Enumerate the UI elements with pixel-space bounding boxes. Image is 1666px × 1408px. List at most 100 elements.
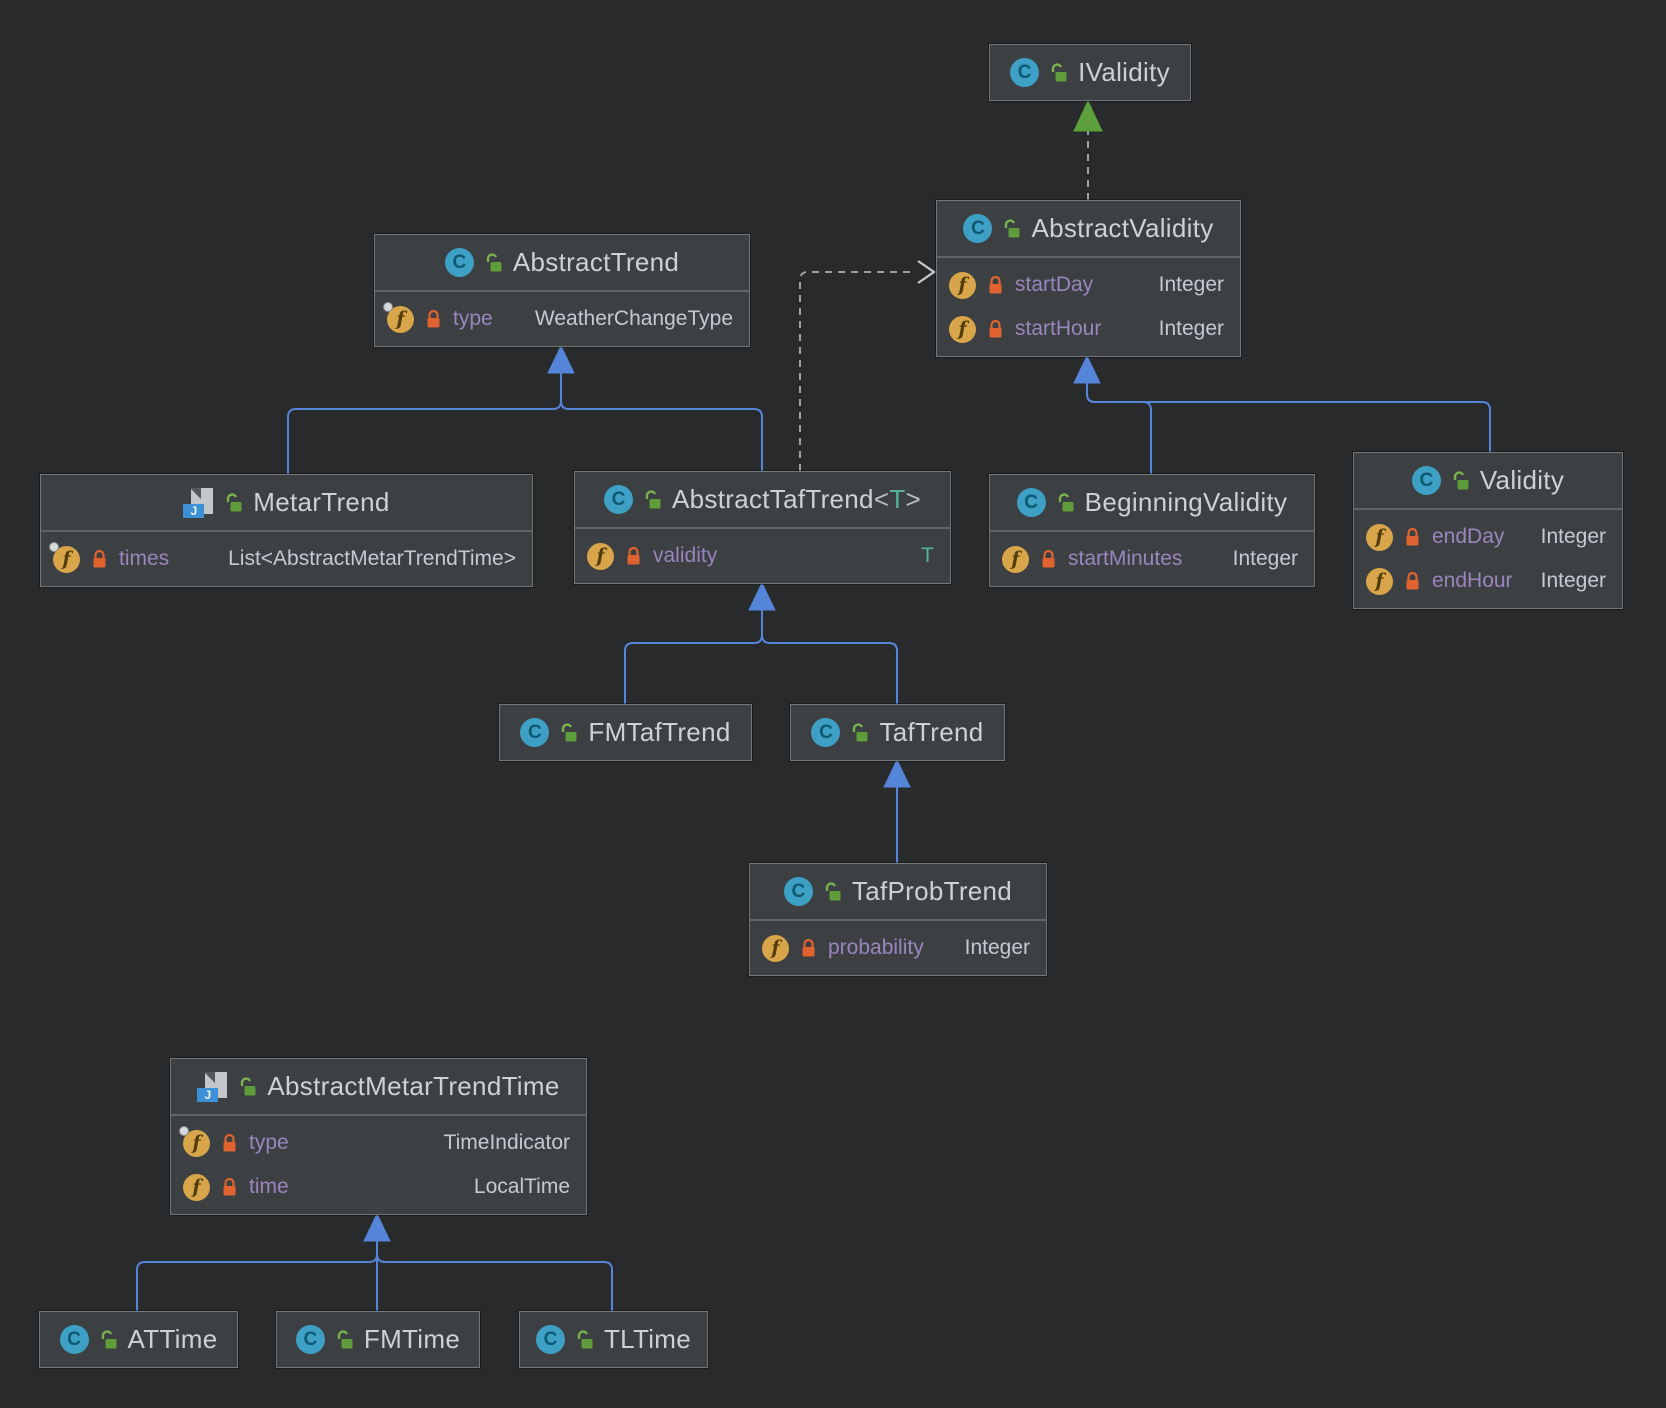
class-node-abstract-validity[interactable]: C AbstractValidity f startDay Integer f … [936,200,1241,357]
class-icon: C [535,1325,565,1354]
class-icon: C [963,214,993,243]
field-icon: f [949,271,976,299]
class-node-beginning-validity[interactable]: C BeginningValidity f startMinutes Integ… [989,474,1315,587]
field-row[interactable]: f type TimeIndicator [171,1121,586,1165]
class-node-ivalidity[interactable]: C IValidity [989,44,1191,101]
public-lock-icon [643,489,662,510]
pin-icon [383,301,393,312]
private-lock-icon [425,309,442,329]
public-lock-icon [850,722,869,743]
public-lock-icon [559,722,578,743]
node-header: C FMTafTrend [500,705,751,760]
private-lock-icon [1404,571,1421,591]
class-title: Validity [1479,465,1565,495]
class-node-at-time[interactable]: C ATTime [39,1311,238,1368]
field-row[interactable]: f probability Integer [750,926,1046,970]
private-lock-icon [625,546,642,566]
field-type: T [921,544,934,567]
private-lock-icon [1040,549,1057,569]
class-node-abstract-metar-trend-time[interactable]: J AbstractMetarTrendTime f type TimeIndi… [170,1058,587,1215]
public-lock-icon [238,1076,257,1097]
class-node-taf-trend[interactable]: C TafTrend [790,704,1005,761]
public-lock-icon [1002,218,1021,239]
public-lock-icon [1056,492,1075,513]
field-name: startMinutes [1068,547,1183,570]
public-lock-icon [1049,62,1068,83]
field-icon: f [762,934,789,962]
class-node-tl-time[interactable]: C TLTime [519,1311,708,1368]
public-lock-icon [484,252,503,273]
field-icon: f [179,1125,210,1157]
class-title: FMTafTrend [588,717,731,747]
field-type: List<AbstractMetarTrendTime> [228,547,516,570]
class-node-metar-trend[interactable]: J MetarTrend f times List<AbstractMetarT… [40,474,533,587]
field-type: Integer [1158,317,1224,340]
public-lock-icon [823,881,842,902]
class-icon: C [444,248,474,277]
class-node-abstract-taf-trend[interactable]: C AbstractTafTrend<T> f validity T [574,471,951,584]
field-icon: f [1002,545,1029,573]
field-icon: f [1366,567,1393,595]
node-header: C AbstractTrend [375,235,749,290]
private-lock-icon [987,319,1004,339]
field-icon: f [383,301,414,333]
field-icon: f [49,541,80,573]
field-row[interactable]: f validity T [575,534,950,578]
java-class-file-icon: J [197,1071,228,1102]
class-title: AbstractMetarTrendTime [267,1071,560,1101]
class-title: AbstractTrend [512,247,680,277]
class-node-abstract-trend[interactable]: C AbstractTrend f type WeatherChangeType [374,234,750,347]
public-lock-icon [99,1329,118,1350]
public-lock-icon [575,1329,594,1350]
class-title: AbstractValidity [1031,213,1214,243]
pin-icon [49,541,59,552]
field-row[interactable]: f times List<AbstractMetarTrendTime> [41,537,532,581]
class-node-fm-time[interactable]: C FMTime [276,1311,480,1368]
class-icon: C [1411,466,1441,495]
field-row[interactable]: f endDay Integer [1354,515,1622,559]
field-row[interactable]: f type WeatherChangeType [375,297,749,341]
field-name: probability [828,936,924,959]
field-row[interactable]: f startMinutes Integer [990,537,1314,581]
class-icon: C [783,877,813,906]
class-title: BeginningValidity [1084,487,1288,517]
class-node-fm-taf-trend[interactable]: C FMTafTrend [499,704,752,761]
node-header: C AbstractTafTrend<T> [575,472,950,527]
java-class-file-icon: J [183,487,214,518]
node-header: C IValidity [990,45,1190,100]
field-icon: f [587,542,614,570]
class-title: IValidity [1078,57,1170,87]
public-lock-icon [1451,470,1470,491]
node-header: C TafTrend [791,705,1004,760]
class-title: ATTime [127,1324,218,1354]
class-node-validity[interactable]: C Validity f endDay Integer f endHour [1353,452,1623,609]
class-title: AbstractTafTrend<T> [672,484,921,514]
field-name: time [249,1175,289,1198]
class-icon: C [1010,58,1040,87]
class-node-taf-prob-trend[interactable]: C TafProbTrend f probability Integer [749,863,1047,976]
class-icon: C [811,718,841,747]
field-name: endHour [1432,569,1513,592]
field-type: Integer [1232,547,1298,570]
private-lock-icon [987,275,1004,295]
class-title: TafTrend [879,717,984,747]
node-header: C TLTime [520,1312,707,1367]
field-name: times [119,547,170,570]
node-header: C TafProbTrend [750,864,1046,919]
class-icon: C [520,718,550,747]
field-icon: f [183,1173,210,1201]
field-row[interactable]: f startHour Integer [937,307,1240,351]
field-row[interactable]: f time LocalTime [171,1165,586,1209]
node-header: C ATTime [40,1312,237,1367]
private-lock-icon [1404,527,1421,547]
node-header: J MetarTrend [41,475,532,530]
class-title: TLTime [603,1324,692,1354]
field-type: Integer [1540,569,1606,592]
field-row[interactable]: f startDay Integer [937,263,1240,307]
node-header: J AbstractMetarTrendTime [171,1059,586,1114]
node-header: C Validity [1354,453,1622,508]
field-type: Integer [964,936,1030,959]
field-row[interactable]: f endHour Integer [1354,559,1622,603]
